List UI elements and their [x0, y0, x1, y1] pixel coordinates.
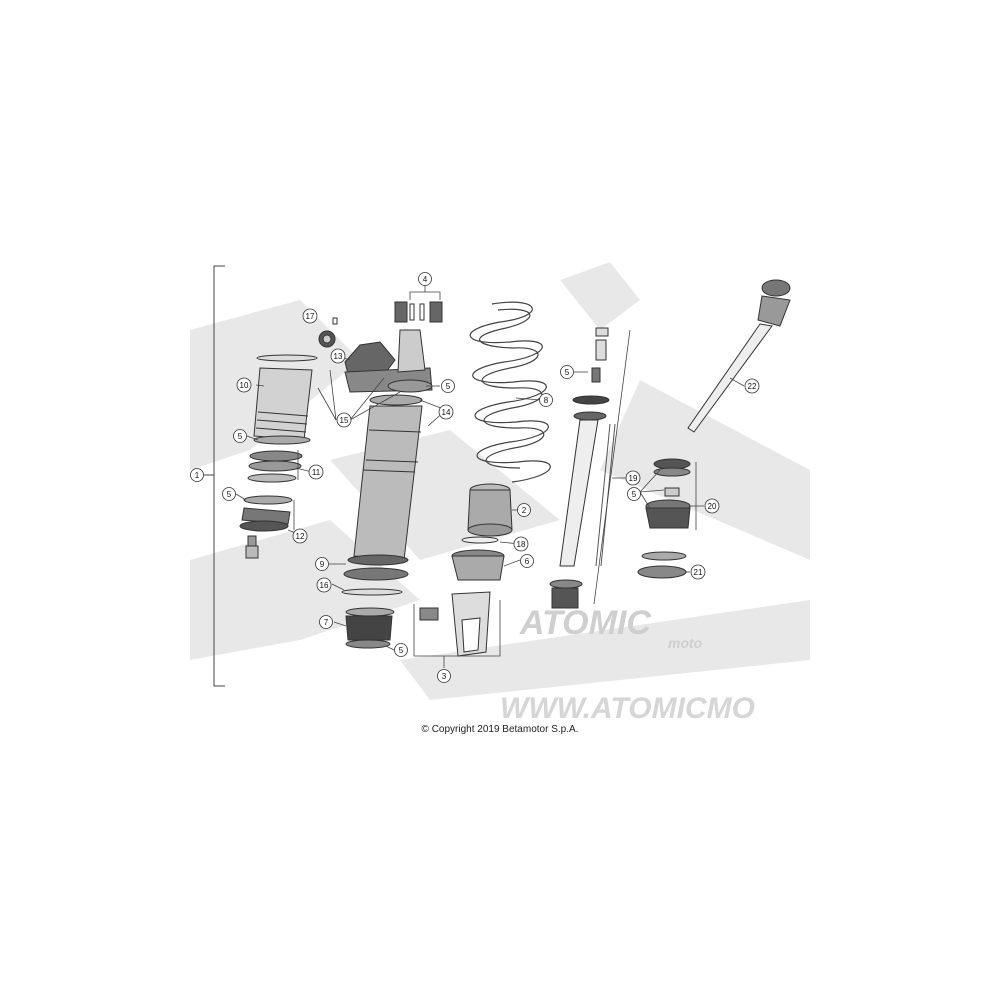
svg-text:5: 5 — [446, 382, 451, 391]
callout-10: 10 — [236, 377, 252, 393]
svg-text:5: 5 — [632, 490, 637, 499]
callout-1: 1 — [190, 468, 204, 482]
callout-8: 8 — [539, 393, 553, 407]
svg-text:17: 17 — [306, 312, 315, 321]
watermark-text: ATOMIC moto WWW.ATOMICMO — [500, 604, 755, 725]
callout-5c: 5 — [441, 379, 455, 393]
watermark-brand: ATOMIC — [519, 604, 651, 642]
part-seat-6 — [451, 549, 505, 581]
part-piston-12 — [239, 495, 293, 559]
callout-14: 14 — [438, 404, 454, 420]
watermark-url: WWW.ATOMICMO — [500, 692, 755, 725]
svg-text:13: 13 — [334, 352, 343, 361]
callout-labels: 1 2 3 4 5 5 5 5 5 5 6 7 8 9 10 11 12 13 … — [190, 272, 760, 683]
svg-text:4: 4 — [423, 275, 428, 284]
svg-text:5: 5 — [227, 490, 232, 499]
assembly-bracket — [204, 265, 225, 687]
part-rings-11 — [247, 435, 311, 483]
callout-5a: 5 — [233, 429, 247, 443]
svg-text:12: 12 — [296, 532, 305, 541]
callout-19: 19 — [625, 470, 641, 486]
callout-5b: 5 — [222, 487, 236, 501]
part-eyelet-3 — [419, 591, 491, 657]
part-adjuster-17 — [318, 317, 338, 348]
svg-text:6: 6 — [525, 557, 530, 566]
svg-text:9: 9 — [320, 560, 325, 569]
callout-4: 4 — [418, 272, 432, 286]
svg-text:5: 5 — [238, 432, 243, 441]
part-bumpstop-2 — [467, 483, 513, 537]
copyright-notice: © Copyright 2019 Betamotor S.p.A. — [421, 724, 579, 735]
parts — [239, 279, 791, 657]
callout-13: 13 — [330, 348, 346, 364]
callout-5f: 5 — [394, 643, 408, 657]
callout-18: 18 — [513, 536, 529, 552]
part-head-13 — [344, 329, 433, 393]
callout-16: 16 — [316, 577, 332, 593]
svg-text:3: 3 — [442, 672, 447, 681]
svg-text:14: 14 — [442, 408, 451, 417]
svg-text:16: 16 — [320, 581, 329, 590]
callout-21: 21 — [690, 564, 706, 580]
leader-lines — [235, 285, 745, 668]
svg-text:21: 21 — [694, 568, 703, 577]
part-spring-8 — [469, 301, 551, 483]
svg-text:1: 1 — [195, 471, 200, 480]
part-body-14 — [353, 394, 423, 561]
watermark-sub: moto — [668, 635, 703, 651]
callout-9: 9 — [315, 557, 329, 571]
callout-20: 20 — [704, 498, 720, 514]
svg-text:8: 8 — [544, 396, 549, 405]
part-nut-21 — [637, 551, 687, 579]
callout-5d: 5 — [560, 365, 574, 379]
svg-text:7: 7 — [324, 618, 329, 627]
svg-text:2: 2 — [522, 506, 527, 515]
callout-17: 17 — [302, 308, 318, 324]
callout-12: 12 — [292, 528, 308, 544]
callout-6: 6 — [520, 554, 534, 568]
svg-text:20: 20 — [708, 502, 717, 511]
svg-text:10: 10 — [240, 381, 249, 390]
part-valve-stack-20 — [645, 458, 691, 529]
svg-text:19: 19 — [629, 474, 638, 483]
callout-3: 3 — [437, 669, 451, 683]
part-cap-7 — [345, 607, 395, 649]
part-seal-16 — [341, 588, 403, 596]
svg-text:15: 15 — [340, 416, 349, 425]
part-reservoir-10 — [253, 354, 318, 441]
part-washer-18 — [461, 536, 499, 544]
callout-11: 11 — [308, 464, 324, 480]
svg-text:18: 18 — [517, 540, 526, 549]
part-rings-9 — [343, 554, 409, 581]
svg-text:22: 22 — [748, 382, 757, 391]
part-shaft-19 — [549, 327, 616, 609]
callout-15: 15 — [336, 412, 352, 428]
callout-2: 2 — [517, 503, 531, 517]
callout-22: 22 — [744, 378, 760, 394]
callout-7: 7 — [319, 615, 333, 629]
svg-text:5: 5 — [399, 646, 404, 655]
part-bushings-4 — [394, 301, 443, 323]
svg-text:5: 5 — [565, 368, 570, 377]
callout-5e: 5 — [627, 487, 641, 501]
svg-text:11: 11 — [312, 468, 321, 477]
